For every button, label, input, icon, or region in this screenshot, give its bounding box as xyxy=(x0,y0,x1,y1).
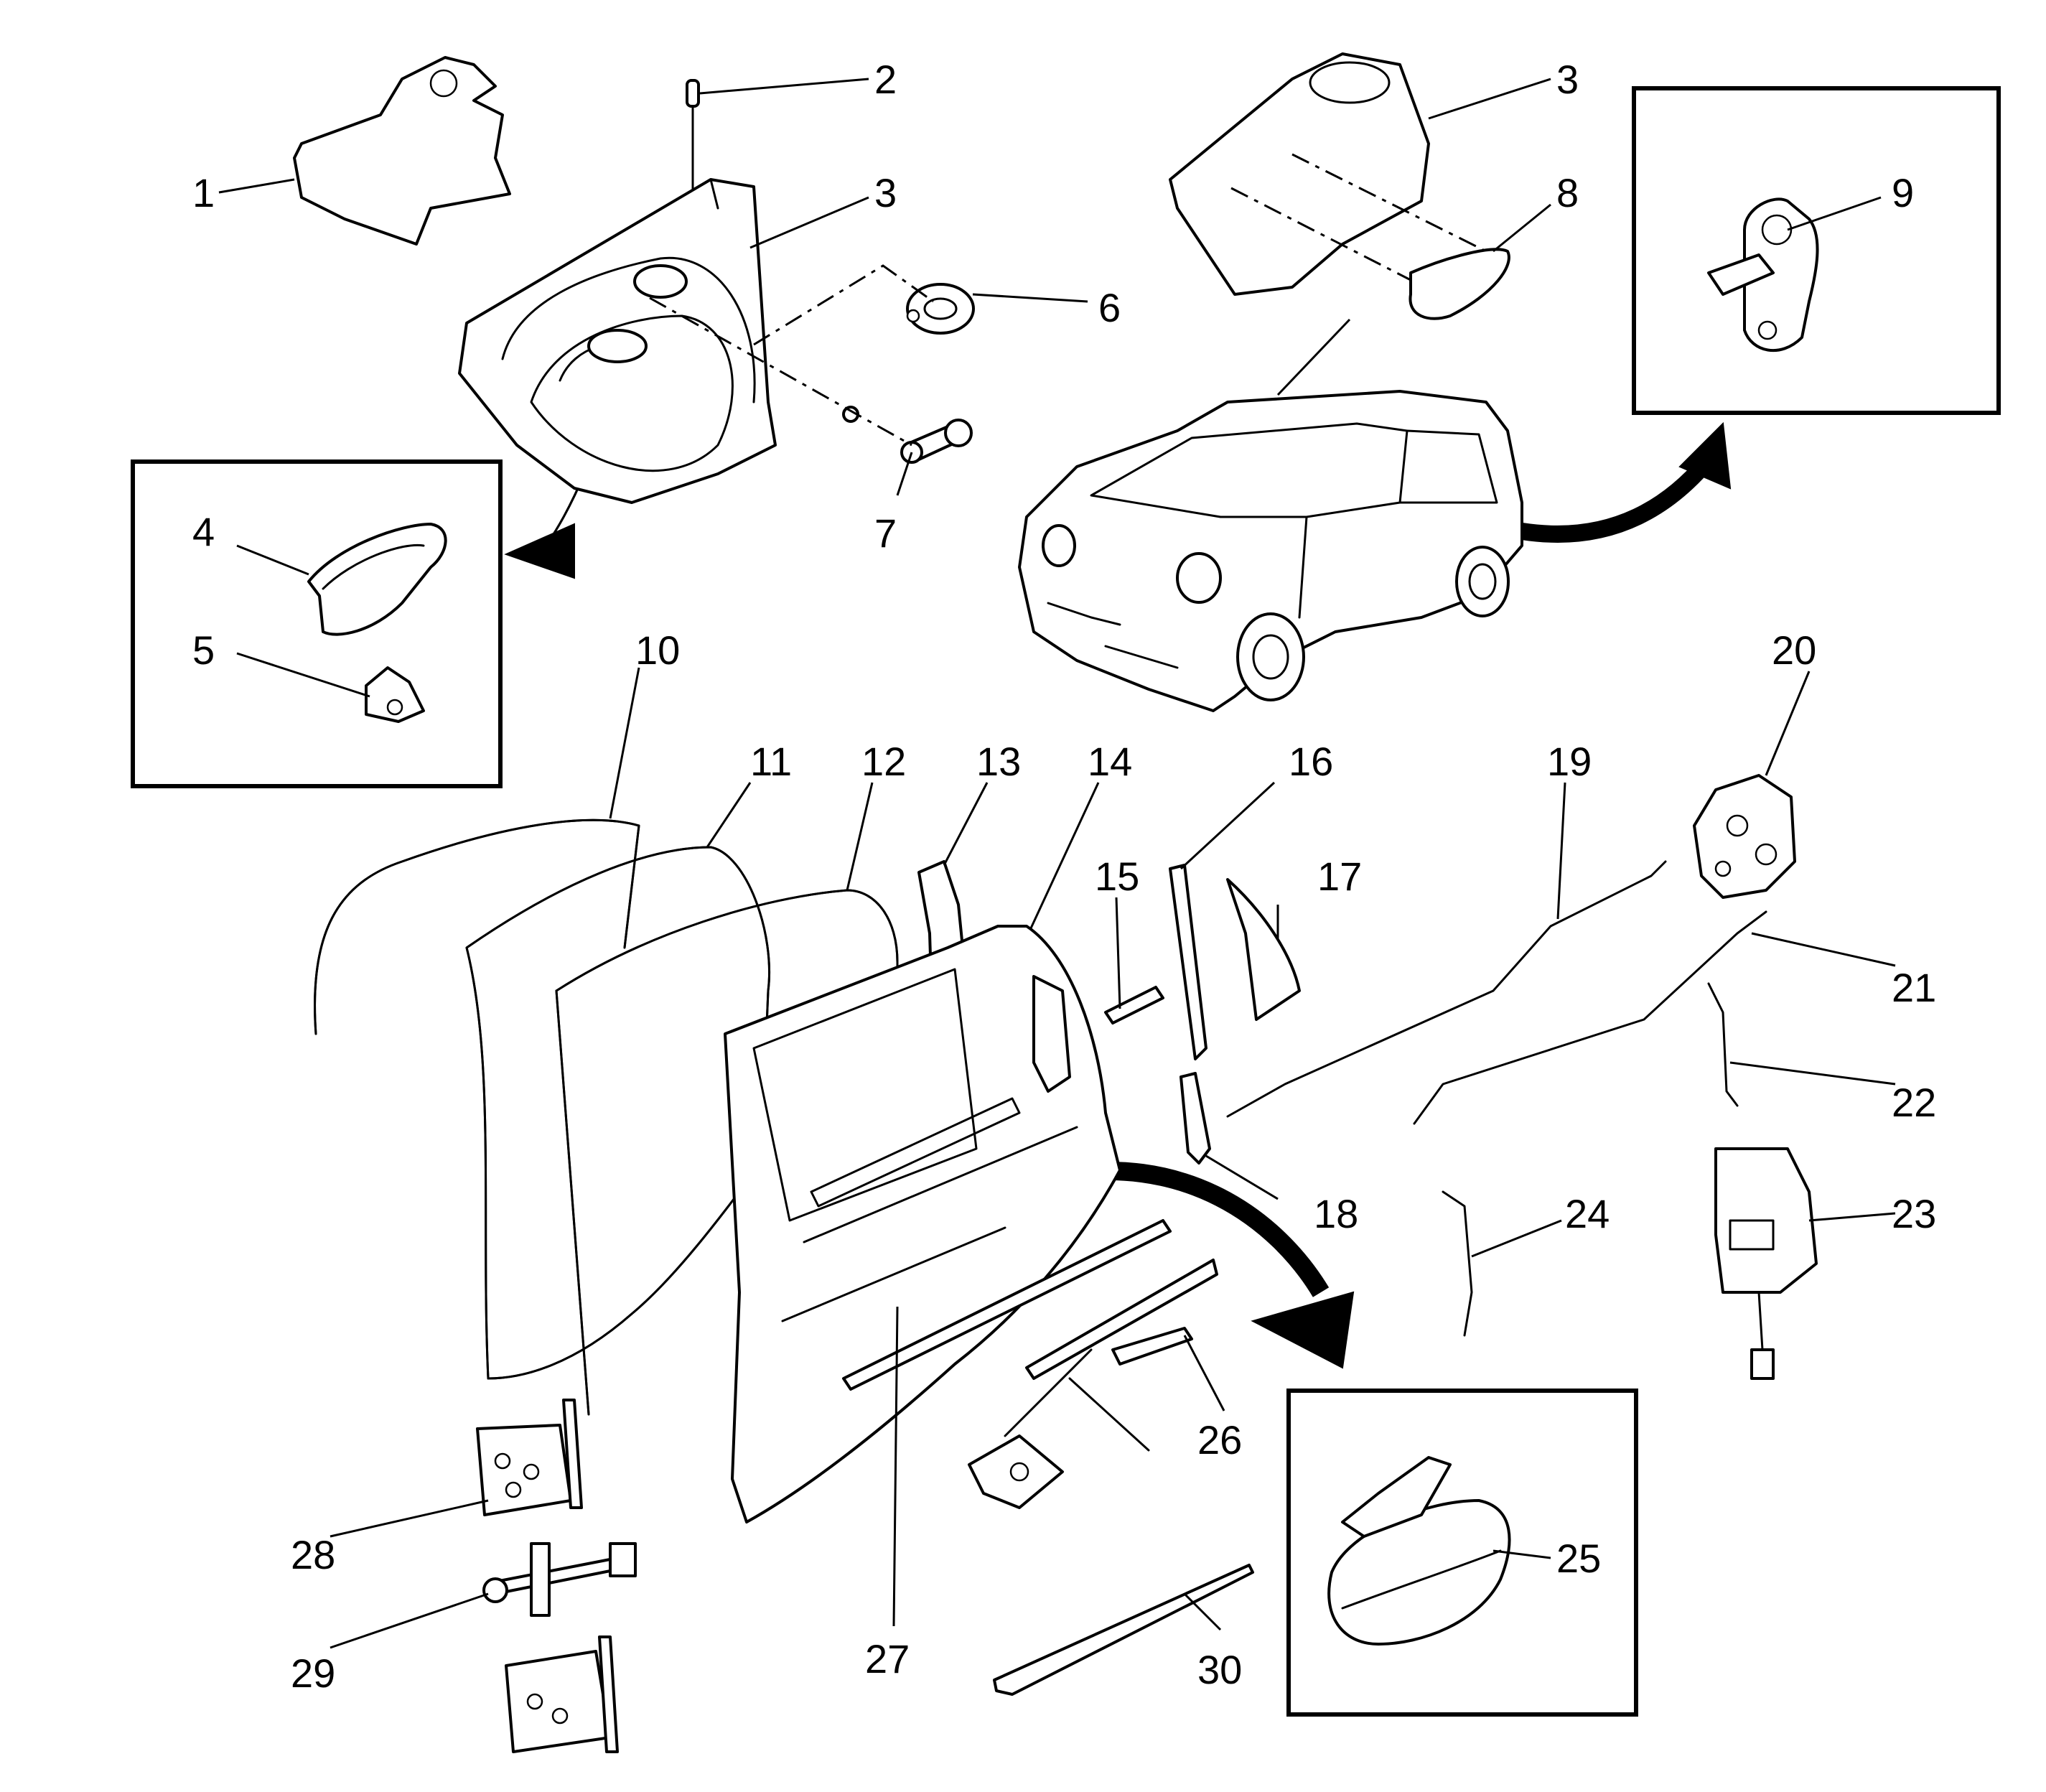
front-door-trim-panel xyxy=(1169,52,1494,296)
callout-29: 29 xyxy=(291,1651,335,1696)
door-weatherstrip-outer xyxy=(314,818,640,1035)
door-check xyxy=(482,1542,637,1617)
callout-30: 30 xyxy=(1197,1647,1242,1692)
callout-12: 12 xyxy=(861,739,906,784)
window-crank xyxy=(842,406,973,464)
window-regulator xyxy=(968,1259,1218,1509)
callout-7: 7 xyxy=(874,510,897,556)
callout-8: 8 xyxy=(1556,170,1579,215)
lock-actuator xyxy=(1714,1147,1818,1380)
callout-22: 22 xyxy=(1892,1080,1936,1125)
callout-18: 18 xyxy=(1314,1191,1358,1236)
leader-lines xyxy=(218,78,1896,1649)
callout-14: 14 xyxy=(1088,739,1132,784)
callout-15: 15 xyxy=(1095,854,1139,899)
door-trim-panel xyxy=(458,178,777,504)
door-body-seal xyxy=(465,846,770,1380)
glass-run-channel xyxy=(555,889,899,1416)
detail-box-outside-handle xyxy=(1286,1389,1638,1717)
trim-assembly-line xyxy=(649,297,912,447)
grip-bracket xyxy=(365,666,425,723)
callout-20: 20 xyxy=(1772,627,1816,673)
detail-box-striker xyxy=(1632,86,2001,415)
vehicle-illustration xyxy=(1018,318,1523,712)
callout-28: 28 xyxy=(291,1532,335,1577)
rod-clip xyxy=(1707,982,1739,1107)
glass-guide xyxy=(1104,986,1164,1025)
callout-10: 10 xyxy=(635,627,680,673)
door-hinge-upper xyxy=(476,1399,583,1516)
lock-knob-rod xyxy=(686,79,700,202)
water-deflector xyxy=(293,56,511,246)
callout-11: 11 xyxy=(750,739,792,784)
callout-6: 6 xyxy=(1098,285,1121,330)
callout-21: 21 xyxy=(1892,965,1936,1010)
lower-channel xyxy=(1180,1072,1211,1165)
handle-assembly-line xyxy=(753,264,934,346)
callout-labels: 1 2 3 3 4 5 6 7 8 9 10 11 12 13 14 15 16… xyxy=(192,57,1936,1696)
callout-25: 25 xyxy=(1556,1536,1601,1581)
callout-1: 1 xyxy=(192,170,215,215)
callout-17: 17 xyxy=(1317,854,1362,899)
callout-26: 26 xyxy=(1197,1417,1242,1462)
quarter-glass xyxy=(1226,878,1301,1021)
door-striker xyxy=(1707,197,1819,352)
callout-27: 27 xyxy=(865,1636,910,1681)
callout-24: 24 xyxy=(1565,1191,1610,1236)
callout-3-left: 3 xyxy=(874,170,897,215)
beltline-molding xyxy=(842,1219,1172,1391)
door-hinge-lower xyxy=(505,1635,619,1753)
arrow-to-striker-detail xyxy=(1521,421,1732,543)
outside-handle xyxy=(1327,1456,1511,1646)
callout-9: 9 xyxy=(1892,170,1914,215)
callout-13: 13 xyxy=(976,739,1021,784)
detail-box-grip xyxy=(131,459,503,788)
latch-rod xyxy=(1413,910,1767,1125)
door-latch xyxy=(1693,774,1796,899)
armrest xyxy=(1409,248,1510,320)
inside-handle xyxy=(906,283,975,335)
short-rod xyxy=(1442,1190,1473,1337)
callout-2: 2 xyxy=(874,57,897,102)
callout-4: 4 xyxy=(192,509,215,554)
lock-rod-upper xyxy=(1226,860,1667,1118)
callout-16: 16 xyxy=(1289,739,1333,784)
callout-5: 5 xyxy=(192,627,215,673)
door-shell xyxy=(724,925,1121,1523)
callout-23: 23 xyxy=(1892,1191,1936,1236)
rear-channel xyxy=(1169,864,1207,1060)
callout-19: 19 xyxy=(1547,739,1592,784)
callout-3-right: 3 xyxy=(1556,57,1579,102)
grip-cup xyxy=(307,523,447,636)
